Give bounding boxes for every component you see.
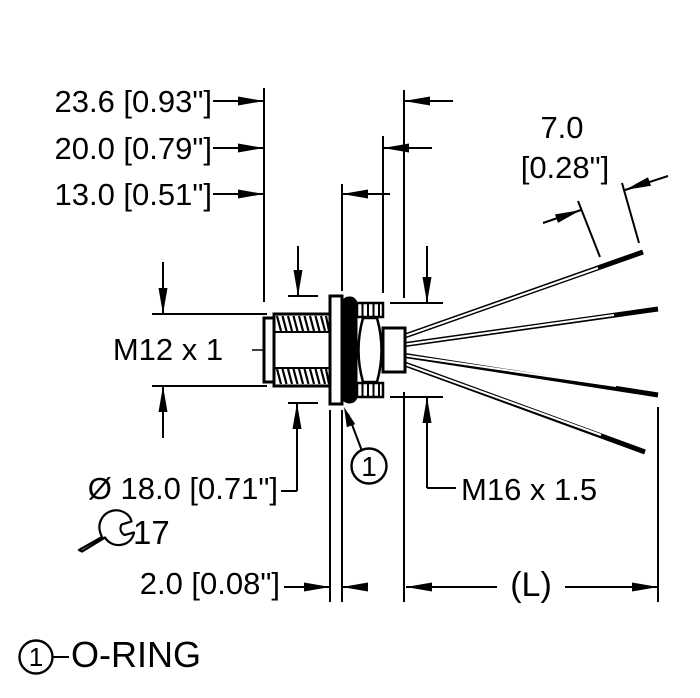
dim-face-to-wire-exit-label: 23.6 [0.93"] — [54, 84, 212, 119]
hex-nut — [355, 301, 385, 399]
flange-thickness-label: 2.0 [0.08"] — [139, 566, 280, 601]
extension-lines — [152, 88, 659, 602]
wrench-size-label: 17 — [133, 514, 170, 551]
connector-body — [252, 249, 659, 455]
hex-nut-face — [357, 316, 383, 384]
wire-3 — [401, 352, 659, 398]
wires — [401, 249, 659, 455]
arrowheads — [158, 96, 658, 592]
wrench-icon — [77, 509, 136, 553]
rear-thread-label: M16 x 1.5 — [461, 472, 598, 507]
front-thread-label: M12 x 1 — [112, 332, 224, 367]
flange-diameter-label: Ø 18.0 [0.71"] — [87, 471, 278, 506]
strip-length-in-label: [0.28"] — [520, 150, 610, 185]
dim-face-to-nut-rear-label: 20.0 [0.79"] — [54, 131, 212, 166]
o-ring-callout — [347, 413, 388, 485]
wire-exit-block — [381, 326, 407, 374]
cable-length-label: (L) — [510, 566, 552, 604]
m12-thread — [272, 312, 332, 388]
balloon-number: 1 — [361, 451, 377, 482]
legend-balloon-circle — [18, 639, 54, 675]
legend — [18, 639, 69, 675]
wire-1 — [401, 249, 644, 340]
o-ring — [341, 296, 358, 404]
legend-label: O-RING — [71, 634, 201, 675]
legend-number: 1 — [29, 642, 43, 672]
wire-2 — [401, 306, 659, 348]
mounting-flange — [328, 294, 344, 406]
balloon-circle — [350, 447, 388, 485]
wire-4 — [401, 360, 646, 455]
dim-face-to-flange-rear-label: 13.0 [0.51"] — [54, 177, 212, 212]
thread-hatch — [275, 315, 331, 385]
strip-length-mm-label: 7.0 — [540, 110, 584, 145]
nut-hatch — [361, 304, 380, 396]
